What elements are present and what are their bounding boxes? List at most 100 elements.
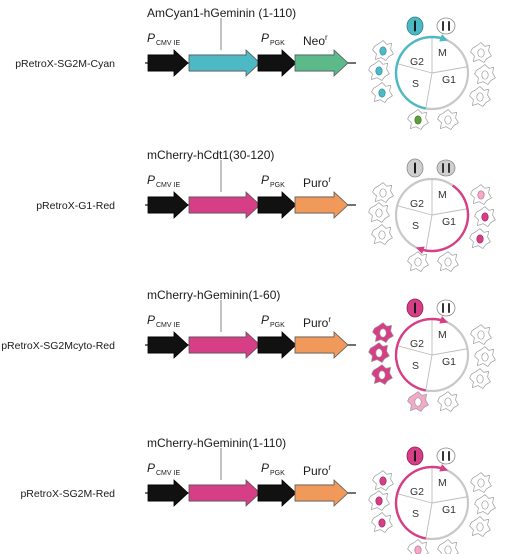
phase-label-g2: G2 bbox=[410, 56, 424, 68]
cell-nucleus bbox=[414, 545, 422, 554]
phase-label-m: M bbox=[438, 329, 447, 341]
marker-name: Puro bbox=[303, 316, 329, 330]
promoter-cmv-subscript: CMV IE bbox=[156, 182, 180, 189]
vector-name: pRetroX-SG2M-Cyan bbox=[15, 58, 115, 70]
cycle-sector-line bbox=[425, 214, 433, 251]
adherent-cell bbox=[407, 539, 429, 554]
marker-label: Puror bbox=[303, 175, 331, 190]
promoter-pgk-subscript: PGK bbox=[270, 322, 285, 329]
nucleus-shape bbox=[481, 352, 489, 362]
phase-label-s: S bbox=[412, 360, 419, 372]
promoter-cmv-arrow bbox=[147, 479, 189, 507]
cell-nucleus bbox=[375, 496, 383, 506]
gene-label: mCherry-hGeminin(1-110) bbox=[147, 436, 286, 450]
cell-nucleus bbox=[378, 370, 386, 380]
cell-nucleus bbox=[414, 115, 422, 125]
nucleus-shape bbox=[378, 370, 386, 380]
adherent-cell bbox=[469, 86, 491, 107]
nucleus-shape bbox=[379, 328, 387, 338]
promoter-pgk-arrow bbox=[257, 479, 297, 507]
cell-body bbox=[436, 159, 456, 177]
promoter-pgk-label: P bbox=[261, 31, 269, 45]
adherent-cell bbox=[368, 202, 390, 223]
adherent-cell bbox=[437, 109, 459, 130]
nucleus-shape bbox=[476, 374, 484, 384]
fusion-gene-arrow bbox=[188, 331, 261, 359]
round-cell-dividing bbox=[436, 159, 456, 177]
adherent-cell bbox=[470, 324, 492, 345]
chromosome-bar bbox=[448, 451, 450, 461]
marker-superscript: r bbox=[328, 315, 331, 324]
cell-nucleus bbox=[481, 500, 489, 510]
nucleus-shape bbox=[476, 522, 484, 532]
cell-body bbox=[436, 447, 456, 465]
promoter-pgk-subscript: PGK bbox=[270, 470, 285, 477]
nucleus-shape bbox=[379, 476, 387, 486]
chromosome-bar bbox=[442, 21, 444, 31]
adherent-cell bbox=[371, 512, 393, 533]
round-cell-dividing bbox=[436, 447, 456, 465]
cycle-sector-line bbox=[431, 496, 468, 504]
promoter-pgk-arrow bbox=[257, 331, 297, 359]
adherent-cell bbox=[437, 251, 459, 272]
adherent-cell bbox=[371, 82, 393, 103]
adherent-cell bbox=[474, 494, 496, 515]
phase-label-g1: G1 bbox=[442, 216, 456, 228]
round-cell-dividing bbox=[436, 17, 456, 35]
adherent-cell bbox=[368, 342, 390, 363]
round-cell-mitotic bbox=[406, 298, 424, 318]
nucleus-shape bbox=[444, 397, 452, 407]
cycle-active-arc bbox=[394, 316, 449, 392]
cell-nucleus bbox=[379, 476, 387, 486]
cycle-sector-line bbox=[431, 208, 468, 216]
cell-nucleus bbox=[378, 518, 386, 528]
marker-arrow bbox=[294, 49, 349, 77]
cell-cycle-diagram: M G2S G1 bbox=[368, 298, 496, 412]
nucleus-shape bbox=[477, 48, 485, 58]
promoter-pgk-subscript: PGK bbox=[270, 40, 285, 47]
cycle-sector-line bbox=[425, 502, 433, 539]
nucleus-shape bbox=[477, 330, 485, 340]
cell-body bbox=[436, 299, 456, 317]
cell-nucleus bbox=[414, 257, 422, 267]
adherent-cell bbox=[474, 346, 496, 367]
adherent-cell bbox=[372, 470, 394, 491]
promoter-pgk-label: P bbox=[261, 461, 269, 475]
nucleus-shape bbox=[481, 212, 489, 222]
adherent-cell bbox=[407, 251, 429, 272]
chromosome-bar bbox=[442, 303, 444, 313]
nucleus-shape bbox=[444, 115, 452, 125]
gene-label: AmCyan1-hGeminin (1-110) bbox=[147, 6, 296, 20]
marker-superscript: r bbox=[325, 33, 328, 42]
phase-label-m: M bbox=[438, 47, 447, 59]
nucleus-shape bbox=[375, 496, 383, 506]
marker-superscript: r bbox=[328, 463, 331, 472]
phase-label-g2: G2 bbox=[410, 338, 424, 350]
promoter-pgk-arrow bbox=[257, 191, 297, 219]
nucleus-shape bbox=[375, 348, 383, 358]
nucleus-shape bbox=[481, 70, 489, 80]
adherent-cell bbox=[470, 184, 492, 205]
nucleus-shape bbox=[414, 257, 422, 267]
cell-nucleus bbox=[476, 234, 484, 244]
marker-label: Puror bbox=[303, 463, 331, 478]
gene-label: mCherry-hCdt1(30-120) bbox=[147, 148, 274, 162]
chromosome-bar bbox=[414, 162, 416, 174]
promoter-pgk-label: P bbox=[261, 173, 269, 187]
phase-label-g2: G2 bbox=[410, 486, 424, 498]
adherent-cell bbox=[474, 206, 496, 227]
nucleus-shape bbox=[481, 500, 489, 510]
adherent-cell bbox=[437, 539, 459, 554]
phase-label-g1: G1 bbox=[442, 356, 456, 368]
cell-nucleus bbox=[477, 190, 485, 200]
adherent-cell bbox=[407, 391, 429, 412]
phase-label-g1: G1 bbox=[442, 504, 456, 516]
marker-arrow bbox=[294, 191, 349, 219]
marker-superscript: r bbox=[328, 175, 331, 184]
adherent-cell bbox=[469, 516, 491, 537]
promoter-cmv-arrow bbox=[147, 331, 189, 359]
